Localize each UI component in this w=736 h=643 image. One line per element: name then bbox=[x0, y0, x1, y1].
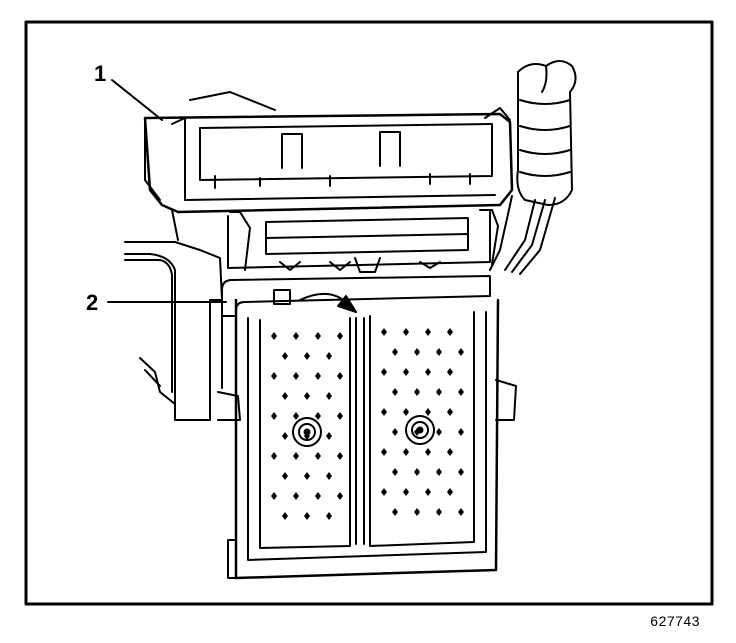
terminal-cavity bbox=[403, 368, 409, 376]
terminal-cavity bbox=[436, 348, 442, 356]
callout-1-label: 1 bbox=[94, 61, 107, 86]
wire-harness bbox=[489, 60, 577, 275]
terminal-cavity bbox=[315, 492, 321, 500]
terminal-cavity bbox=[271, 372, 277, 380]
terminal-cavity bbox=[381, 448, 387, 456]
terminal-cavity bbox=[458, 508, 464, 516]
terminal-cavity bbox=[381, 368, 387, 376]
terminal-cavity bbox=[337, 332, 343, 340]
retainer-section bbox=[227, 209, 499, 273]
terminal-cavity bbox=[315, 332, 321, 340]
terminal-cavity bbox=[271, 332, 277, 340]
terminal-cavity bbox=[304, 352, 310, 360]
terminal-cavity bbox=[425, 368, 431, 376]
terminal-cavity bbox=[271, 412, 277, 420]
terminal-cavity bbox=[392, 428, 398, 436]
terminal-cavity bbox=[304, 512, 310, 520]
terminal-cavity bbox=[293, 492, 299, 500]
terminal-cavity bbox=[392, 508, 398, 516]
terminal-cavity bbox=[326, 512, 332, 520]
terminal-cavity bbox=[447, 368, 453, 376]
terminal-cavity bbox=[337, 492, 343, 500]
terminal-cavity bbox=[392, 468, 398, 476]
terminal-cavity bbox=[414, 468, 420, 476]
background-bracket bbox=[124, 91, 276, 421]
terminal-grid-right bbox=[381, 328, 464, 516]
terminal-cavity bbox=[315, 412, 321, 420]
terminal-cavity bbox=[337, 452, 343, 460]
terminal-grid-left bbox=[271, 332, 343, 520]
connector-body bbox=[217, 298, 517, 580]
terminal-cavity bbox=[293, 452, 299, 460]
terminal-cavity bbox=[293, 372, 299, 380]
terminal-cavity bbox=[326, 352, 332, 360]
terminal-cavity bbox=[326, 392, 332, 400]
terminal-cavity bbox=[425, 328, 431, 336]
figure-number: 627743 bbox=[650, 613, 700, 629]
terminal-cavity bbox=[381, 488, 387, 496]
terminal-cavity bbox=[282, 352, 288, 360]
terminal-cavity bbox=[458, 468, 464, 476]
terminal-cavity bbox=[403, 328, 409, 336]
terminal-cavity bbox=[304, 392, 310, 400]
terminal-cavity bbox=[425, 448, 431, 456]
terminal-cavity bbox=[458, 428, 464, 436]
terminal-cavity bbox=[458, 388, 464, 396]
terminal-cavity bbox=[436, 428, 442, 436]
terminal-cavity bbox=[414, 388, 420, 396]
terminal-cavity bbox=[337, 372, 343, 380]
terminal-cavity bbox=[425, 408, 431, 416]
terminal-cavity bbox=[381, 328, 387, 336]
terminal-cavity bbox=[282, 512, 288, 520]
terminal-cavity bbox=[304, 472, 310, 480]
terminal-cavity bbox=[414, 348, 420, 356]
terminal-cavity bbox=[436, 388, 442, 396]
terminal-cavity bbox=[403, 488, 409, 496]
terminal-cavity bbox=[458, 348, 464, 356]
latch-lever bbox=[221, 275, 491, 317]
terminal-cavity bbox=[414, 508, 420, 516]
terminal-cavity bbox=[447, 488, 453, 496]
terminal-cavity bbox=[271, 452, 277, 460]
terminal-cavity bbox=[447, 328, 453, 336]
terminal-cavity bbox=[315, 372, 321, 380]
terminal-cavity bbox=[381, 408, 387, 416]
terminal-cavity bbox=[447, 408, 453, 416]
terminal-cavity bbox=[315, 452, 321, 460]
terminal-cavity bbox=[326, 432, 332, 440]
terminal-cavity bbox=[425, 488, 431, 496]
terminal-cavity bbox=[326, 472, 332, 480]
terminal-cavity bbox=[282, 432, 288, 440]
terminal-cavity bbox=[447, 448, 453, 456]
connector-housing bbox=[143, 107, 514, 241]
terminal-cavity bbox=[304, 432, 310, 440]
terminal-cavity bbox=[293, 332, 299, 340]
terminal-cavity bbox=[436, 508, 442, 516]
terminal-cavity bbox=[337, 412, 343, 420]
terminal-cavity bbox=[392, 388, 398, 396]
terminal-cavity bbox=[282, 472, 288, 480]
terminal-cavity bbox=[282, 392, 288, 400]
terminal-cavity bbox=[392, 348, 398, 356]
terminal-cavity bbox=[271, 492, 277, 500]
diagram-frame bbox=[24, 20, 714, 606]
terminal-cavity bbox=[414, 428, 420, 436]
callout-1-leader bbox=[111, 79, 163, 121]
terminal-cavity bbox=[436, 468, 442, 476]
terminal-cavity bbox=[403, 448, 409, 456]
terminal-cavity bbox=[403, 408, 409, 416]
terminal-cavity bbox=[293, 412, 299, 420]
callout-2-label: 2 bbox=[86, 290, 99, 315]
